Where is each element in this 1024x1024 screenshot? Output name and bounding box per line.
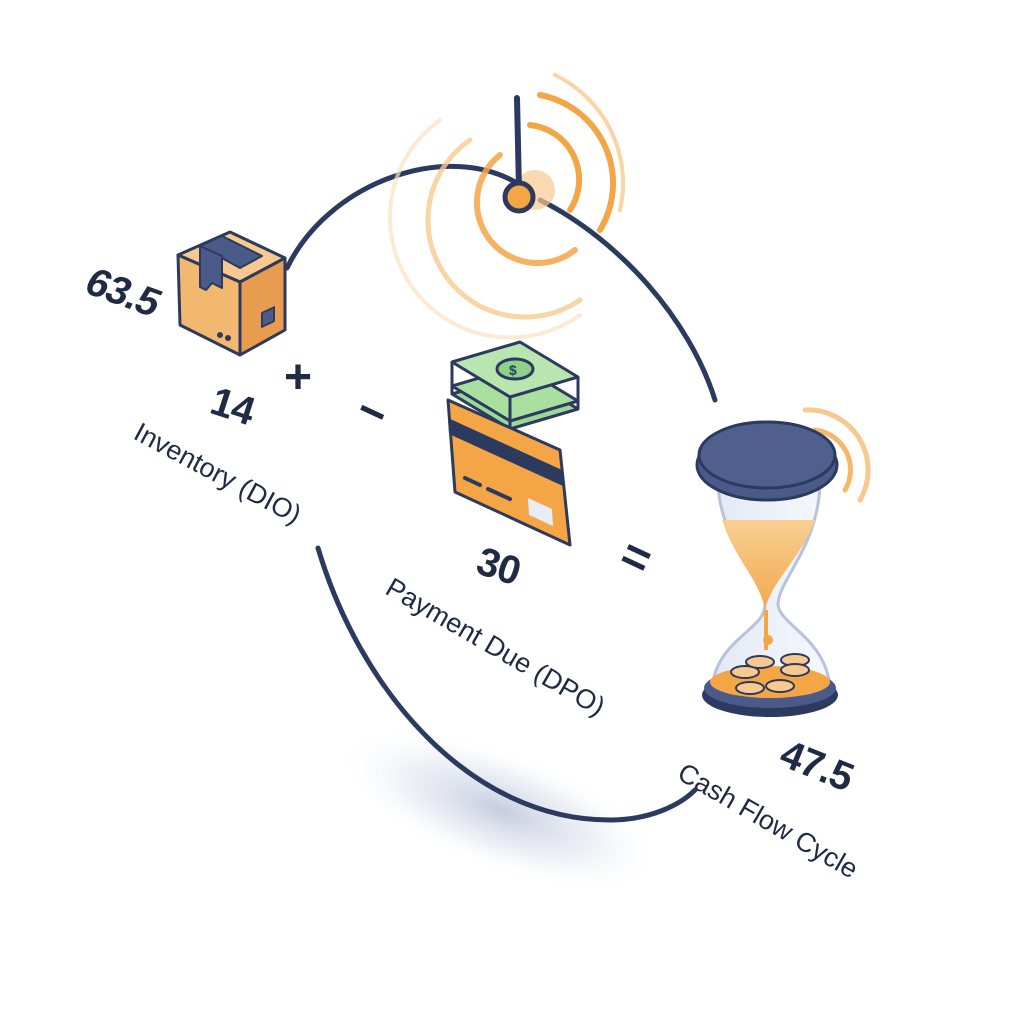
cycle-ring <box>284 163 718 823</box>
cardboard-box-icon <box>176 230 287 357</box>
cash-stack-icon: $ <box>450 340 580 431</box>
clock-with-signal-icon <box>388 73 626 340</box>
svg-text:$: $ <box>509 362 517 378</box>
ground-shadow <box>338 729 662 891</box>
credit-card-icon <box>446 398 572 547</box>
hourglass-coins-icon <box>695 407 871 717</box>
plus-operator: + <box>284 351 312 404</box>
